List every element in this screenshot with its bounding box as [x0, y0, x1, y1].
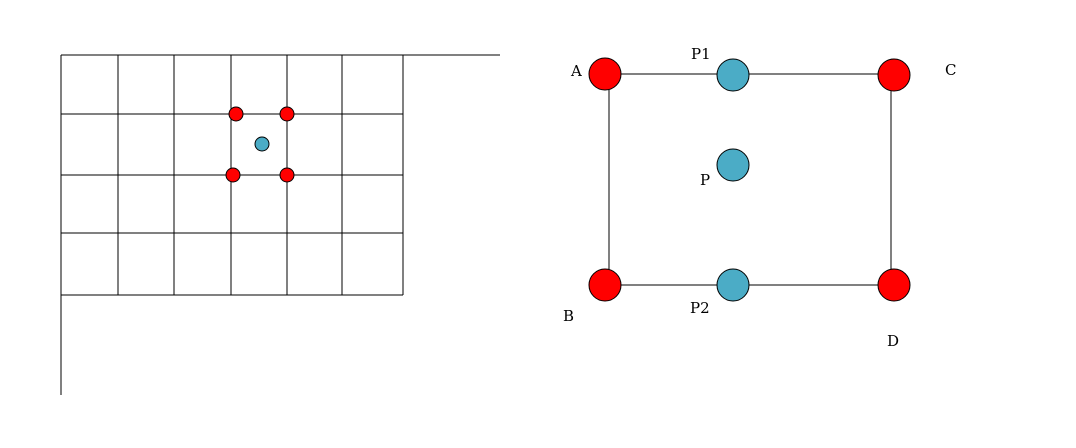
- label-p: P: [700, 171, 710, 189]
- interpolation-rectangle: [605, 73, 894, 286]
- point-p1: [716, 58, 750, 92]
- label-p1: P1: [691, 45, 711, 63]
- grid-corner-point-bottom-left: [225, 167, 241, 183]
- point-a: [588, 57, 622, 91]
- interpolation-points: [588, 57, 911, 302]
- label-c: C: [945, 61, 956, 79]
- label-b: B: [563, 307, 574, 325]
- grid-target-point: [254, 136, 270, 152]
- point-labels: A P1 C P B P2 D: [563, 45, 956, 350]
- label-a: A: [570, 62, 582, 80]
- point-p: [716, 148, 750, 182]
- point-c: [877, 58, 911, 92]
- label-d: D: [887, 332, 899, 350]
- label-p2: P2: [690, 299, 710, 317]
- grid-corner-point-top-left: [228, 106, 244, 122]
- point-d: [877, 268, 911, 302]
- point-p2: [716, 268, 750, 302]
- grid-corner-point-bottom-right: [279, 167, 295, 183]
- grid-points: [225, 106, 295, 183]
- point-b: [588, 268, 622, 302]
- pixel-grid: [60, 54, 500, 395]
- grid-corner-point-top-right: [279, 106, 295, 122]
